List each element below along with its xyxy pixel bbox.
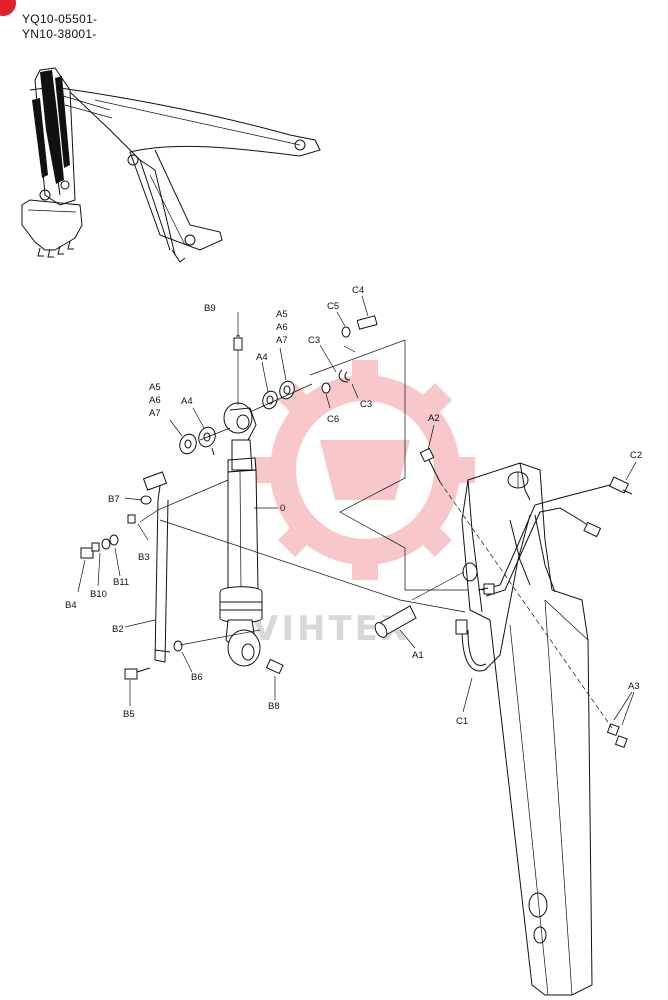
label-b7: B7	[108, 494, 120, 505]
label-c3-lower: C3	[360, 399, 372, 410]
bucket-cylinder	[219, 335, 263, 667]
callout-labels: B9 A5 A6 A7 A4 C5 C4 C3 C3 C6 A5 A6 A7 A…	[65, 285, 642, 727]
label-a7-left: A7	[149, 408, 161, 419]
label-b11: B11	[113, 577, 129, 588]
watermark-logo	[255, 360, 475, 580]
grease-line	[80, 471, 284, 680]
label-b2: B2	[112, 624, 124, 635]
nuts-a3	[606, 723, 628, 749]
label-c1: C1	[456, 716, 468, 727]
label-b9: B9	[204, 303, 216, 314]
label-a1: A1	[412, 650, 424, 661]
label-a3: A3	[628, 681, 640, 692]
arm-highlight	[40, 70, 64, 184]
label-a4-left: A4	[181, 396, 193, 407]
label-c2: C2	[630, 450, 642, 461]
label-b4: B4	[65, 600, 77, 611]
label-a5-left: A5	[149, 382, 161, 393]
label-a6-top: A6	[276, 322, 288, 333]
label-c3-upper: C3	[308, 335, 320, 346]
arm-structure	[461, 462, 593, 996]
watermark-gear-ring	[270, 375, 460, 565]
leader-lines	[139, 339, 613, 729]
serial-range-line2: YN10-38001-	[22, 27, 97, 41]
bolt-a2	[419, 447, 441, 483]
label-a4-top: A4	[256, 352, 268, 363]
corner-marker	[0, 0, 16, 16]
label-b8: B8	[268, 701, 280, 712]
serial-range-line1: YQ10-05501-	[22, 12, 98, 26]
arm-location-sketch	[21, 67, 321, 263]
label-b6: B6	[191, 672, 203, 683]
c2-hose-end	[608, 476, 630, 494]
label-b5: B5	[123, 709, 135, 720]
watermark-center-mark	[320, 440, 410, 500]
label-c4: C4	[352, 285, 364, 296]
watermark-gear-teeth	[255, 360, 475, 580]
arm-piping	[455, 476, 633, 672]
c1-fitting	[455, 619, 468, 635]
label-a2: A2	[428, 413, 440, 424]
label-zero: 0	[280, 503, 285, 514]
label-b3: B3	[138, 552, 150, 563]
label-b10: B10	[90, 589, 107, 600]
label-a6-left: A6	[149, 395, 161, 406]
label-c5: C5	[327, 301, 339, 312]
label-a7-top: A7	[276, 335, 288, 346]
label-c6: C6	[327, 414, 339, 425]
label-a5-top: A5	[276, 309, 288, 320]
pin-a1	[374, 605, 417, 638]
label-leaders	[77, 295, 637, 726]
